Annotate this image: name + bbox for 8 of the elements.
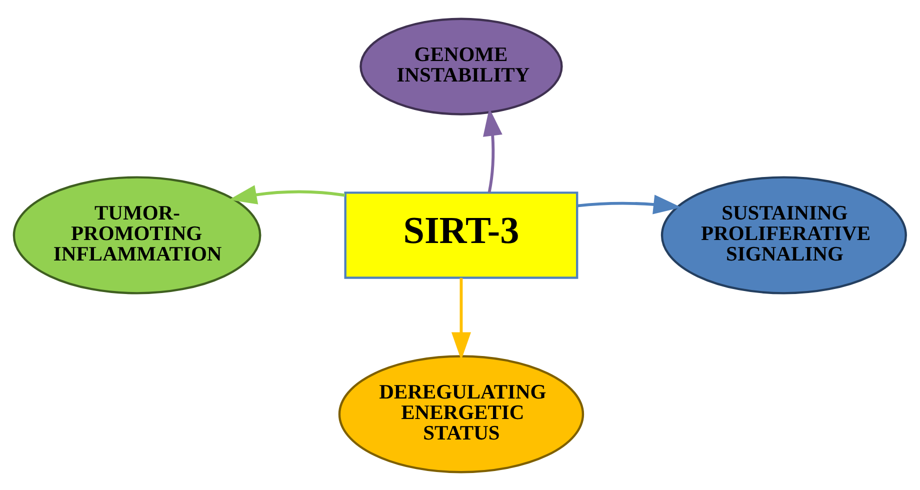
arrow xyxy=(577,194,682,214)
node-ellipse: SUSTAINING PROLIFERATIVE SIGNALING xyxy=(660,176,907,294)
node-ellipse: TUMOR- PROMOTING INFLAMMATION xyxy=(12,176,262,294)
arrow xyxy=(451,277,471,360)
node-box: SIRT-3 xyxy=(344,191,578,278)
node-ellipse: DEREGULATING ENERGETIC STATUS xyxy=(338,354,584,473)
arrow xyxy=(228,184,346,204)
node-ellipse: GENOME INSTABILITY xyxy=(360,17,563,115)
